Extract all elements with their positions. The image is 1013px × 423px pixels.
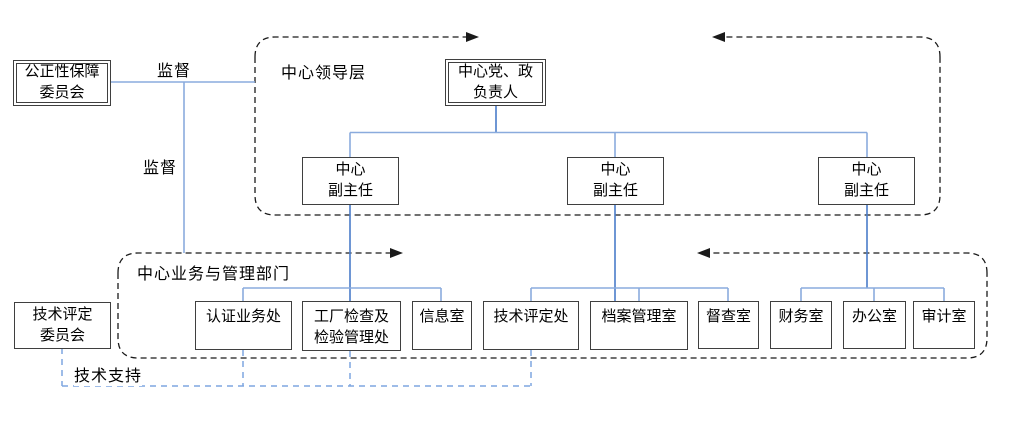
deputy2-line2: 副主任 [592, 183, 638, 199]
leadership-container-border [254, 32, 941, 216]
center-leader-box: 中心党、政 负责人 [445, 59, 546, 106]
fairness-committee-box: 公正性保障 委员会 [13, 60, 111, 106]
dept-audit-box: 审计室 [913, 301, 975, 349]
tech-committee-line1: 技术评定 [32, 306, 93, 323]
dept-finance-label: 财务室 [778, 309, 824, 325]
leadership-container-outline [254, 57, 941, 216]
fairness-committee-line1: 公正性保障 [24, 64, 100, 80]
departments-container-outline [117, 273, 988, 359]
departments-container-border [117, 248, 988, 359]
departments-container-label: 中心业务与管理部门 [137, 266, 291, 284]
deputy3-line1: 中心 [851, 162, 882, 178]
leadership-connectors [349, 106, 868, 157]
dept-office-label: 办公室 [851, 309, 897, 325]
fairness-committee-line2: 委员会 [39, 85, 85, 101]
deputy2-line1: 中心 [600, 162, 631, 178]
departments-top-arrow-left-line [709, 252, 988, 274]
dept-finance-box: 财务室 [770, 301, 832, 349]
supervise-label-mid: 监督 [143, 160, 178, 178]
arrow-left-icon [697, 248, 710, 258]
deputy1-line2: 副主任 [327, 183, 373, 199]
leadership-top-arrow-right-line [254, 36, 467, 58]
tech-support-label: 技术支持 [74, 368, 143, 386]
departments-top-arrow-right-line [117, 252, 391, 274]
dept-audit-label: 审计室 [921, 309, 967, 325]
tech-committee-line2: 委员会 [39, 327, 85, 344]
deputy-director-box-2: 中心 副主任 [567, 157, 664, 205]
dept-information-box: 信息室 [412, 301, 472, 350]
arrow-right-icon [390, 248, 403, 258]
dept-archives-label: 档案管理室 [601, 309, 677, 325]
supervise-label-top: 监督 [157, 63, 192, 81]
dept-archives-box: 档案管理室 [590, 301, 688, 350]
deputy1-line1: 中心 [335, 162, 366, 178]
dept-tech-evaluation-box: 技术评定处 [483, 301, 579, 350]
dept-factory-line1: 工厂检查及 [313, 309, 389, 325]
deputy-director-box-1: 中心 副主任 [302, 157, 399, 205]
dept-factory-inspection-box: 工厂检查及 检验管理处 [302, 301, 401, 351]
dept-information-label: 信息室 [419, 309, 465, 325]
leadership-top-arrow-left-line [724, 36, 941, 58]
dept-inspection-box: 督查室 [698, 301, 759, 349]
deputy3-line2: 副主任 [843, 183, 889, 199]
dept-tech-evaluation-label: 技术评定处 [493, 309, 569, 325]
center-leader-line2: 负责人 [472, 84, 518, 101]
supervision-lines [110, 81, 255, 253]
arrow-left-icon [712, 32, 725, 42]
center-leader-line1: 中心党、政 [457, 63, 533, 80]
arrow-right-icon [466, 32, 479, 42]
dept-inspection-label: 督查室 [705, 309, 751, 325]
deputy-director-box-3: 中心 副主任 [818, 157, 915, 205]
tech-evaluation-committee-box: 技术评定 委员会 [14, 302, 111, 349]
dept-factory-line2: 检验管理处 [313, 330, 389, 346]
deputy-trunk-lines [349, 205, 868, 301]
dept-office-box: 办公室 [843, 301, 906, 349]
tech-support-dashed-lines [61, 348, 532, 387]
dept-certification-box: 认证业务处 [195, 301, 292, 350]
leadership-container-label: 中心领导层 [281, 65, 367, 83]
department-connectors [242, 287, 945, 301]
dept-certification-label: 认证业务处 [205, 309, 281, 325]
